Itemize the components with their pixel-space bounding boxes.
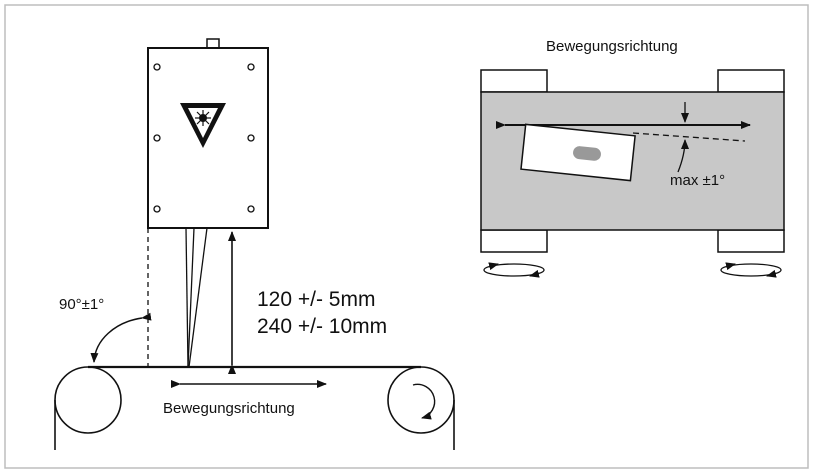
laser-beam xyxy=(185,227,208,368)
mounting-hole xyxy=(247,205,255,213)
top-view xyxy=(480,69,785,278)
movement-label-side: Bewegungsrichtung xyxy=(163,400,295,417)
conveyor-belt xyxy=(54,365,455,450)
belt-roller-top-right xyxy=(717,69,785,93)
roller-right xyxy=(387,366,455,434)
rotation-icon-left xyxy=(483,262,545,278)
marking-spot xyxy=(573,146,601,161)
laser-warning-icon xyxy=(180,103,226,148)
tolerance-arrow-bottom xyxy=(677,139,689,173)
belt-roller-bottom-left xyxy=(480,229,548,253)
distance-label-2: 240 +/- 10mm xyxy=(257,315,388,338)
angle-arc-arrow xyxy=(90,312,152,363)
rotation-arrow-icon xyxy=(412,383,436,420)
laser-head xyxy=(147,38,269,229)
angle-label: 90°±1° xyxy=(59,296,105,313)
tilt-dashed-line xyxy=(632,132,746,142)
mounting-hole xyxy=(153,134,161,142)
mounting-hole xyxy=(247,134,255,142)
rotation-icon-right xyxy=(720,262,782,278)
belt-roller-bottom-right xyxy=(717,229,785,253)
movement-label-top: Bewegungsrichtung xyxy=(546,38,678,55)
mounting-hole xyxy=(153,205,161,213)
mounting-hole xyxy=(153,63,161,71)
mounting-hole xyxy=(247,63,255,71)
roller-left xyxy=(54,366,122,434)
belt-roller-top-left xyxy=(480,69,548,93)
tolerance-label: max ±1° xyxy=(670,172,726,189)
distance-label-1: 120 +/- 5mm xyxy=(257,288,376,311)
